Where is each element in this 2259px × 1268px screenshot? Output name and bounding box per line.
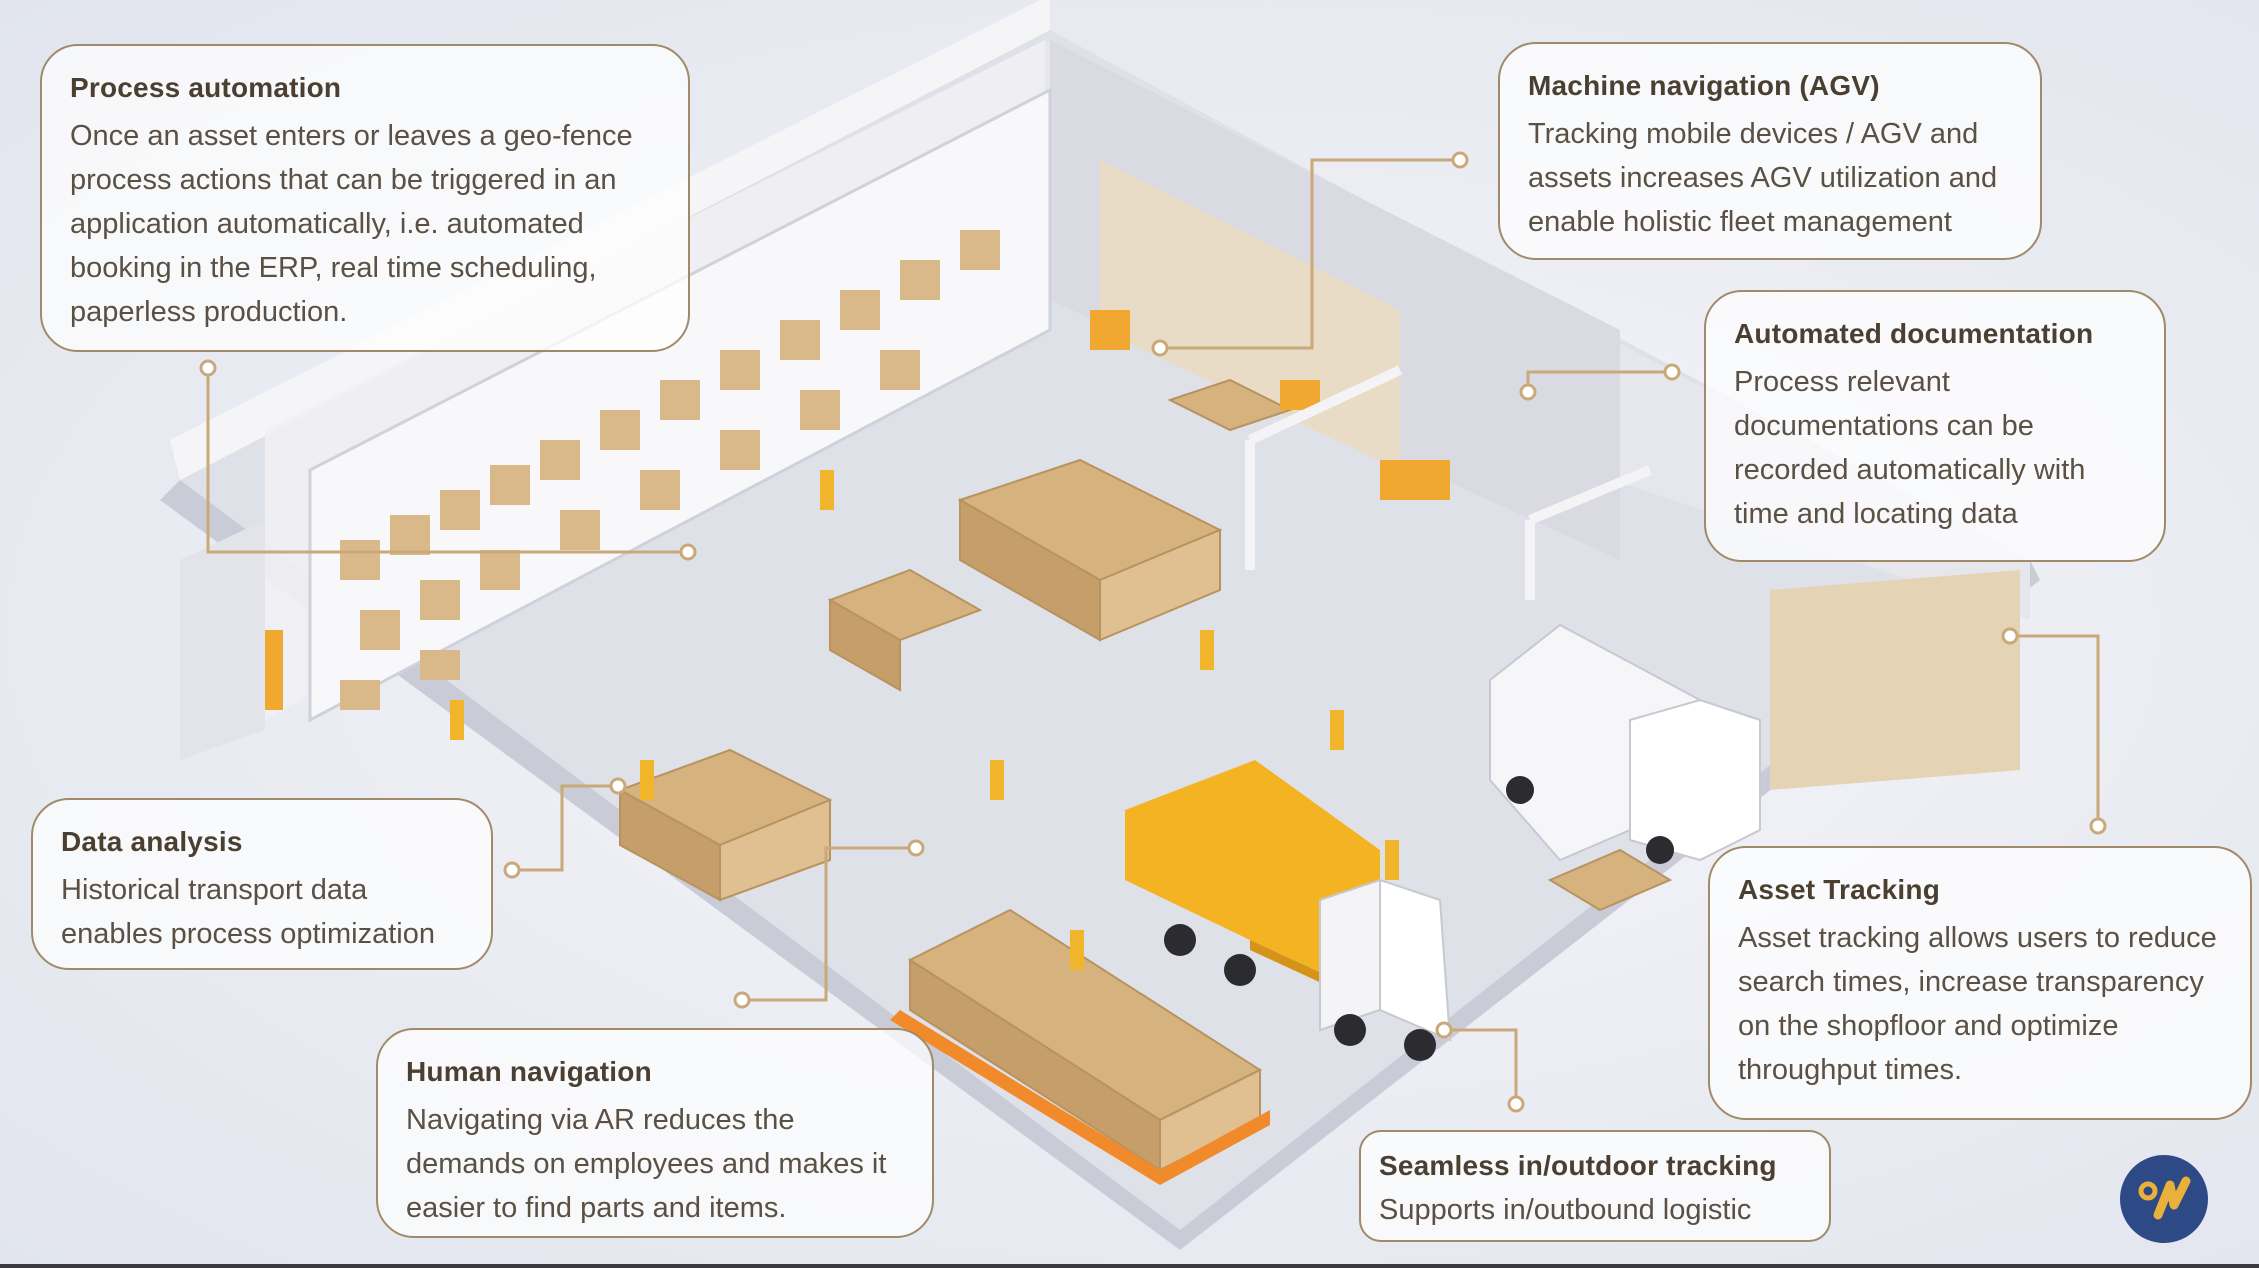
card-body: Tracking mobile devices / AGV and assets… bbox=[1528, 118, 1998, 238]
workers bbox=[450, 470, 1399, 970]
white-truck bbox=[1489, 623, 1761, 864]
card-seamless-tracking: Seamless in/outdoor tracking Supports in… bbox=[1359, 1130, 1831, 1242]
card-title: Data analysis bbox=[61, 826, 243, 857]
card-body: Navigating via AR reduces the demands on… bbox=[406, 1104, 887, 1224]
agv-vehicles bbox=[1090, 310, 1450, 500]
yellow-truck bbox=[1125, 760, 1452, 1061]
card-body: Once an asset enters or leaves a geo-fen… bbox=[70, 120, 633, 328]
card-title: Seamless in/outdoor tracking bbox=[1379, 1150, 1777, 1181]
card-automated-documentation: Automated documentation Process relevant… bbox=[1704, 290, 2166, 562]
card-asset-tracking: Asset Tracking Asset tracking allows use… bbox=[1708, 846, 2252, 1120]
card-body: Asset tracking allows users to reduce se… bbox=[1738, 922, 2217, 1086]
card-body: Supports in/outbound logistic bbox=[1379, 1194, 1752, 1226]
card-title: Asset Tracking bbox=[1738, 874, 1940, 905]
card-data-analysis: Data analysis Historical transport data … bbox=[31, 798, 493, 970]
card-process-automation: Process automation Once an asset enters … bbox=[40, 44, 690, 352]
end-wall bbox=[180, 520, 265, 760]
box-stacks bbox=[617, 378, 1673, 1172]
company-logo-icon bbox=[2120, 1155, 2208, 1243]
connector-dots bbox=[199, 151, 2107, 1113]
card-title: Human navigation bbox=[406, 1056, 652, 1087]
gantry-crane bbox=[1245, 365, 1652, 600]
shelving-corner bbox=[1770, 570, 2020, 790]
shelf-boxes bbox=[340, 230, 1000, 710]
card-title: Machine navigation (AGV) bbox=[1528, 70, 1880, 101]
card-body: Historical transport data enables proces… bbox=[61, 874, 435, 950]
card-human-navigation: Human navigation Navigating via AR reduc… bbox=[376, 1028, 934, 1238]
pallet-trailer bbox=[890, 1010, 1270, 1185]
bottom-border bbox=[0, 1264, 2259, 1268]
card-machine-navigation: Machine navigation (AGV) Tracking mobile… bbox=[1498, 42, 2042, 260]
card-title: Process automation bbox=[70, 72, 342, 103]
shelving-back bbox=[1100, 160, 1400, 470]
card-body: Process relevant documentations can be r… bbox=[1734, 366, 2086, 530]
card-title: Automated documentation bbox=[1734, 318, 2094, 349]
